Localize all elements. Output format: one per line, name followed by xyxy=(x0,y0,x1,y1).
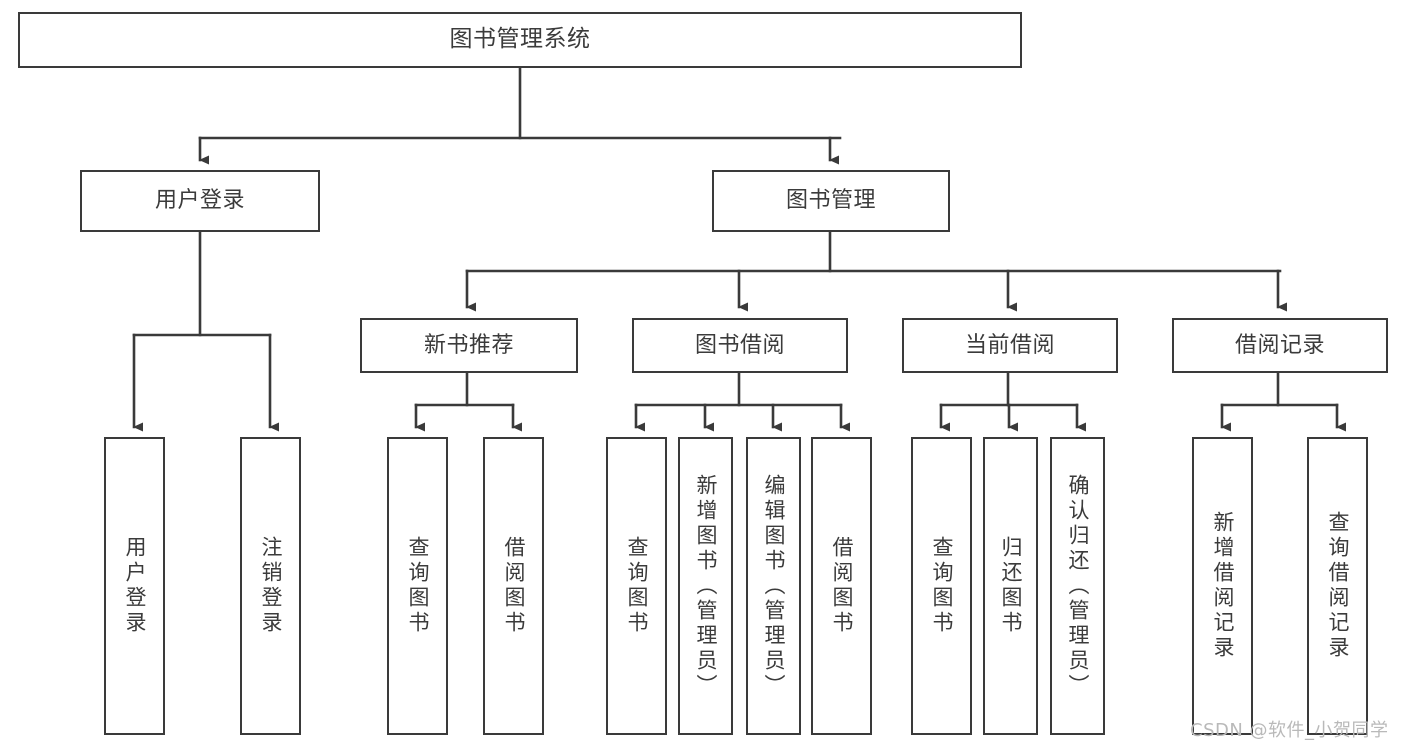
node-leaf-query-book-recommend[interactable]: 查询图书 xyxy=(387,437,448,735)
watermark-text: CSDN @软件_小贺同学 xyxy=(1190,720,1389,741)
node-label: 查询图书 xyxy=(930,536,954,636)
node-label: 借阅记录 xyxy=(1234,332,1325,358)
node-leaf-logout[interactable]: 注销登录 xyxy=(240,437,301,735)
node-label: 查询图书 xyxy=(625,536,649,636)
node-book-management[interactable]: 图书管理 xyxy=(712,170,950,232)
node-current-borrow[interactable]: 当前借阅 xyxy=(902,318,1118,373)
node-leaf-borrow-book[interactable]: 借阅图书 xyxy=(811,437,872,735)
node-borrow-record[interactable]: 借阅记录 xyxy=(1172,318,1388,373)
csdn-watermark: CSDN @软件_小贺同学 xyxy=(1190,716,1389,742)
node-new-book-recommend[interactable]: 新书推荐 xyxy=(360,318,578,373)
node-leaf-add-borrow-record[interactable]: 新增借阅记录 xyxy=(1192,437,1253,735)
node-label: 归还图书 xyxy=(999,536,1023,636)
node-label: 图书借阅 xyxy=(694,332,785,358)
node-label: 借阅图书 xyxy=(502,536,526,636)
node-label: 图书管理 xyxy=(785,188,876,214)
node-root-book-management-system[interactable]: 图书管理系统 xyxy=(18,12,1022,68)
node-leaf-user-login[interactable]: 用户登录 xyxy=(104,437,165,735)
node-label: 用户登录 xyxy=(154,188,245,214)
node-leaf-confirm-return-admin[interactable]: 确认归还（管理员） xyxy=(1050,437,1105,735)
node-label: 图书管理系统 xyxy=(449,26,591,53)
node-leaf-query-book-current[interactable]: 查询图书 xyxy=(911,437,972,735)
node-label: 注销登录 xyxy=(259,536,283,636)
node-leaf-add-book-admin[interactable]: 新增图书（管理员） xyxy=(678,437,733,735)
node-label: 新增借阅记录 xyxy=(1211,511,1235,661)
node-leaf-query-book-borrow[interactable]: 查询图书 xyxy=(606,437,667,735)
node-label: 新增图书（管理员） xyxy=(694,473,718,699)
node-label: 借阅图书 xyxy=(830,536,854,636)
node-label: 查询借阅记录 xyxy=(1326,511,1350,661)
node-label: 确认归还（管理员） xyxy=(1066,473,1090,699)
node-label: 编辑图书（管理员） xyxy=(762,473,786,699)
node-book-borrow[interactable]: 图书借阅 xyxy=(632,318,848,373)
node-user-login[interactable]: 用户登录 xyxy=(80,170,320,232)
node-leaf-edit-book-admin[interactable]: 编辑图书（管理员） xyxy=(746,437,801,735)
node-label: 用户登录 xyxy=(123,536,147,636)
node-label: 查询图书 xyxy=(406,536,430,636)
node-leaf-query-borrow-record[interactable]: 查询借阅记录 xyxy=(1307,437,1368,735)
node-label: 当前借阅 xyxy=(964,332,1055,358)
node-label: 新书推荐 xyxy=(423,332,514,358)
node-leaf-borrow-book-recommend[interactable]: 借阅图书 xyxy=(483,437,544,735)
node-leaf-return-book[interactable]: 归还图书 xyxy=(983,437,1038,735)
